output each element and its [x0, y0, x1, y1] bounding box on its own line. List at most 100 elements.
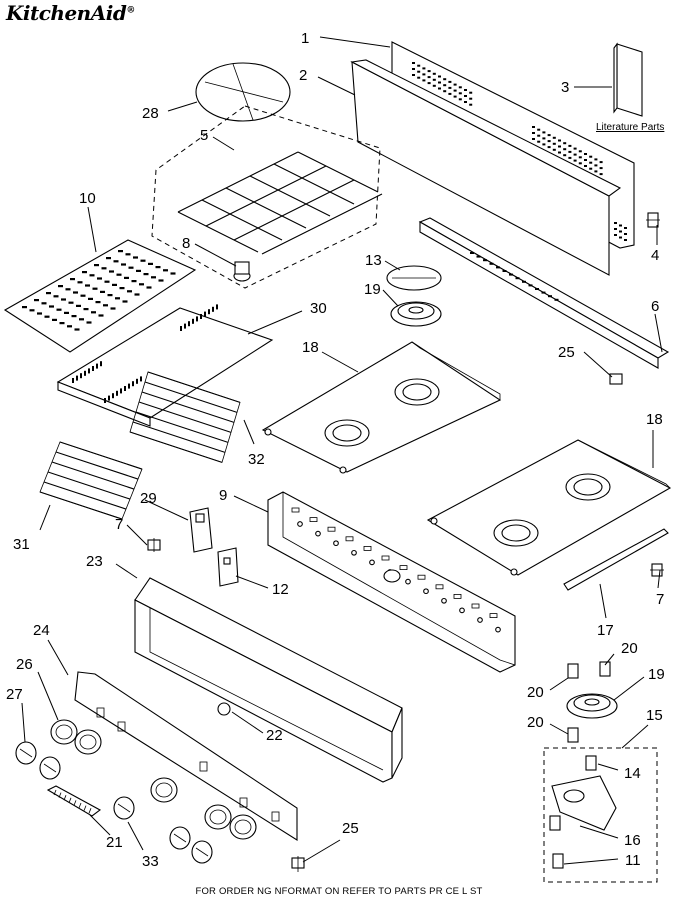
vent-slot: [594, 158, 598, 161]
callout-18-left: 18: [302, 339, 319, 356]
part-screw-4: [646, 212, 660, 228]
vent-slot: [568, 156, 572, 159]
badge-hatch-line: [68, 797, 72, 803]
vent-slot: [558, 151, 561, 154]
grate-slot: [64, 311, 69, 314]
vent-slot: [92, 366, 94, 371]
grate-slot: [80, 294, 86, 297]
vent-slot: [502, 270, 507, 272]
panel-hole: [333, 540, 339, 547]
panel-tab: [309, 517, 318, 522]
callout-10: 10: [79, 190, 96, 207]
panel-hole: [405, 578, 411, 585]
vent-slot: [470, 252, 474, 254]
grate-slot: [121, 263, 126, 266]
badge-hatch-line: [58, 792, 62, 798]
vent-slot: [438, 81, 441, 84]
brand-logo: KitchenAid®: [6, 1, 135, 25]
grate-slot: [91, 311, 96, 314]
vent-slot: [619, 224, 622, 227]
callout-23: 23: [86, 553, 103, 570]
knob-bezel-inner: [79, 734, 97, 750]
grate-slot: [59, 322, 65, 325]
part-burner-plate-left: [261, 341, 502, 474]
callout-11: 11: [625, 852, 641, 869]
vent-slot: [554, 298, 559, 301]
part-knob-bezels: [50, 719, 257, 840]
part-screw-7-right: [650, 563, 664, 577]
vent-slot: [417, 64, 421, 67]
grate-slot: [134, 293, 140, 296]
panel-hole: [369, 559, 375, 566]
callout-7-right: 7: [656, 591, 664, 608]
vent-slot: [547, 140, 551, 143]
callout-2: 2: [299, 67, 307, 84]
grate-slot: [82, 271, 87, 274]
vent-slot: [96, 363, 98, 369]
grate-slot: [101, 267, 107, 270]
vent-slot: [432, 78, 436, 81]
vent-slot: [537, 140, 541, 143]
grate-bar: [297, 151, 379, 193]
vent-slot: [204, 311, 206, 317]
vent-slot: [578, 162, 582, 165]
part-burner-head-19b: [566, 693, 618, 719]
grate-slot: [89, 274, 95, 277]
grate-slot: [37, 312, 42, 315]
grate-slot: [122, 300, 128, 303]
vent-slot: [573, 153, 577, 156]
grate-slot: [76, 304, 81, 307]
vent-slot: [76, 375, 78, 381]
grate-slot: [86, 321, 92, 324]
vent-slot: [192, 318, 194, 324]
knob-bezel-inner: [55, 724, 73, 740]
grate-cross-bar: [177, 151, 299, 213]
grate-slot: [139, 283, 144, 286]
vent-slot: [196, 316, 198, 322]
grate-slot: [88, 297, 93, 300]
grate-bar: [201, 199, 283, 241]
knob-bezel: [74, 729, 102, 755]
knob-grip: [173, 833, 187, 843]
vent-slot: [547, 146, 551, 149]
panel-hole: [495, 626, 501, 633]
part-bracket-29: [189, 507, 213, 553]
vent-slot: [453, 95, 457, 98]
grate-slot: [79, 318, 84, 321]
part-control-housing: [134, 577, 403, 783]
vent-slot: [136, 378, 138, 384]
knob-bezel: [50, 719, 78, 745]
grate-slot: [128, 266, 134, 269]
grate-slot: [71, 315, 77, 318]
part-grate-pad: [195, 62, 291, 122]
vent-slot: [589, 167, 593, 170]
literature-parts-label: Literature Parts: [596, 122, 665, 133]
vent-slot: [578, 156, 582, 159]
grate-slot: [148, 262, 153, 265]
part-screw-20-a: [567, 663, 579, 679]
vent-slot: [132, 381, 134, 387]
vent-slot: [184, 323, 186, 329]
grate-slot: [67, 325, 72, 328]
callout-31: 31: [13, 536, 30, 553]
vent-slot: [448, 80, 452, 83]
vent-slot: [599, 161, 603, 164]
part-valve-assembly: [543, 747, 658, 883]
panel-tab: [399, 565, 408, 570]
vent-slot: [417, 76, 421, 79]
part-baffle-32: [129, 371, 241, 463]
grate-slot: [124, 276, 129, 279]
grate-slot: [95, 301, 101, 304]
vent-slot: [573, 147, 577, 150]
leader-lines: [21, 36, 663, 865]
grate-bar: [273, 163, 355, 205]
vent-slot: [599, 173, 603, 176]
grate-slot: [22, 306, 27, 309]
grate-slot: [170, 272, 176, 275]
vent-slot: [568, 144, 572, 147]
part-screw-20-c: [567, 727, 579, 743]
grate-slot: [103, 304, 108, 307]
badge-hatch-line: [63, 795, 67, 801]
vent-slot: [112, 393, 114, 399]
